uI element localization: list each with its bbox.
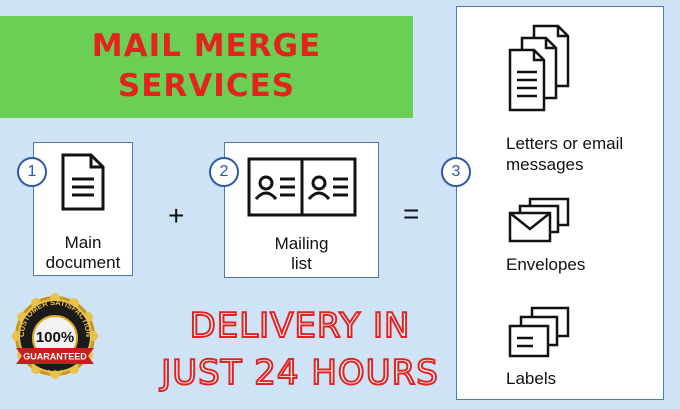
main-document-caption-line1: Main [64, 233, 102, 252]
badge-ribbon-text: GUARANTEED [23, 352, 87, 362]
stacked-documents-icon [508, 24, 570, 112]
document-icon [61, 153, 105, 211]
main-document-caption-line2: document [45, 253, 121, 272]
delivery-line2: JUST 24 HOURS [160, 352, 439, 394]
envelopes-label: Envelopes [506, 255, 586, 274]
mailing-list-caption-line1: Mailing [274, 234, 329, 253]
step-number-3: 3 [441, 157, 471, 187]
letters-label-line2: messages [506, 155, 584, 174]
step-number-1: 1 [17, 157, 47, 187]
mailing-list-icon [247, 157, 357, 217]
labels-label: Labels [506, 369, 557, 388]
plus-operator: + [168, 200, 185, 231]
envelopes-icon [508, 197, 570, 243]
satisfaction-guaranteed-badge: CUSTOMER SATISFACTION 100% GUARANTEED ★★… [12, 293, 98, 379]
title-banner: MAIL MERGE SERVICES [0, 16, 413, 118]
badge-stars: ★★★ [46, 368, 65, 376]
banner-title-line2: SERVICES [117, 68, 296, 104]
delivery-line1: DELIVERY IN [189, 305, 411, 347]
banner-title-line1: MAIL MERGE [91, 28, 322, 64]
labels-icon [508, 306, 570, 358]
equals-operator: = [403, 198, 420, 229]
mailing-list-box: Mailing list [224, 142, 379, 278]
badge-percent: 100% [36, 329, 74, 346]
main-document-box: Main document [33, 142, 133, 276]
mailing-list-caption-line2: list [291, 254, 312, 273]
step-number-2: 2 [209, 157, 239, 187]
letters-label-line1: Letters or email [506, 134, 624, 153]
